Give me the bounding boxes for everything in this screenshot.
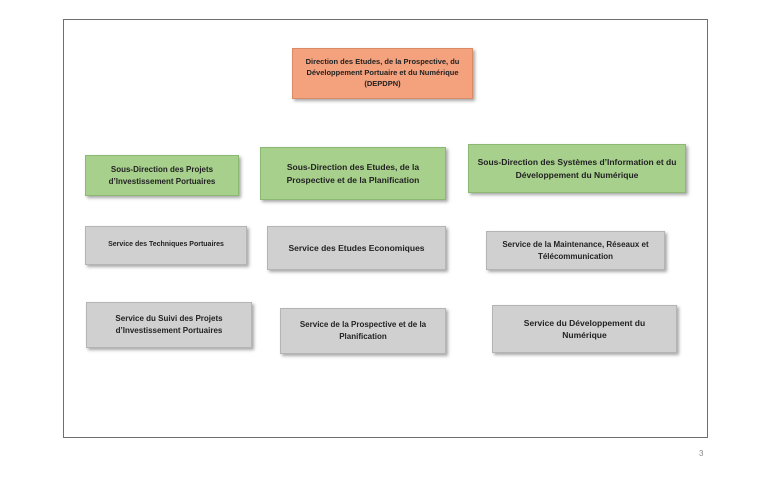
service-box-prospective: Service de la Prospective et de la Plani…: [280, 308, 446, 354]
subdirection-box-systemes: Sous-Direction des Systèmes d’Informatio…: [468, 144, 686, 193]
page-number: 3: [699, 449, 704, 458]
service-box-techniques: Service des Techniques Portuaires: [85, 226, 247, 265]
service-box-numerique: Service du Développement du Numérique: [492, 305, 677, 353]
service-label: Service des Etudes Economiques: [288, 242, 425, 253]
service-label: Service de la Maintenance, Réseaux et Té…: [502, 239, 649, 261]
service-label: Service du Développement du Numérique: [523, 317, 646, 340]
service-label: Service des Techniques Portuaires: [108, 241, 224, 249]
service-box-maintenance: Service de la Maintenance, Réseaux et Té…: [486, 231, 665, 270]
direction-label: Direction des Etudes, de la Prospective,…: [305, 57, 460, 88]
subdirection-label: Sous-Direction des Etudes, de la Prospec…: [286, 162, 420, 185]
subdirection-box-projets: Sous-Direction des Projets d’Investissem…: [85, 155, 239, 196]
service-box-etudes-economiques: Service des Etudes Economiques: [267, 226, 446, 270]
subdirection-label: Sous-Direction des Projets d’Investissem…: [108, 164, 216, 186]
direction-box: Direction des Etudes, de la Prospective,…: [292, 48, 473, 99]
subdirection-label: Sous-Direction des Systèmes d’Informatio…: [477, 157, 677, 180]
service-label: Service de la Prospective et de la Plani…: [299, 320, 427, 341]
service-box-suivi-projets: Service du Suivi des Projets d’Investiss…: [86, 302, 252, 348]
service-label: Service du Suivi des Projets d’Investiss…: [115, 314, 223, 335]
subdirection-box-etudes: Sous-Direction des Etudes, de la Prospec…: [260, 147, 446, 200]
